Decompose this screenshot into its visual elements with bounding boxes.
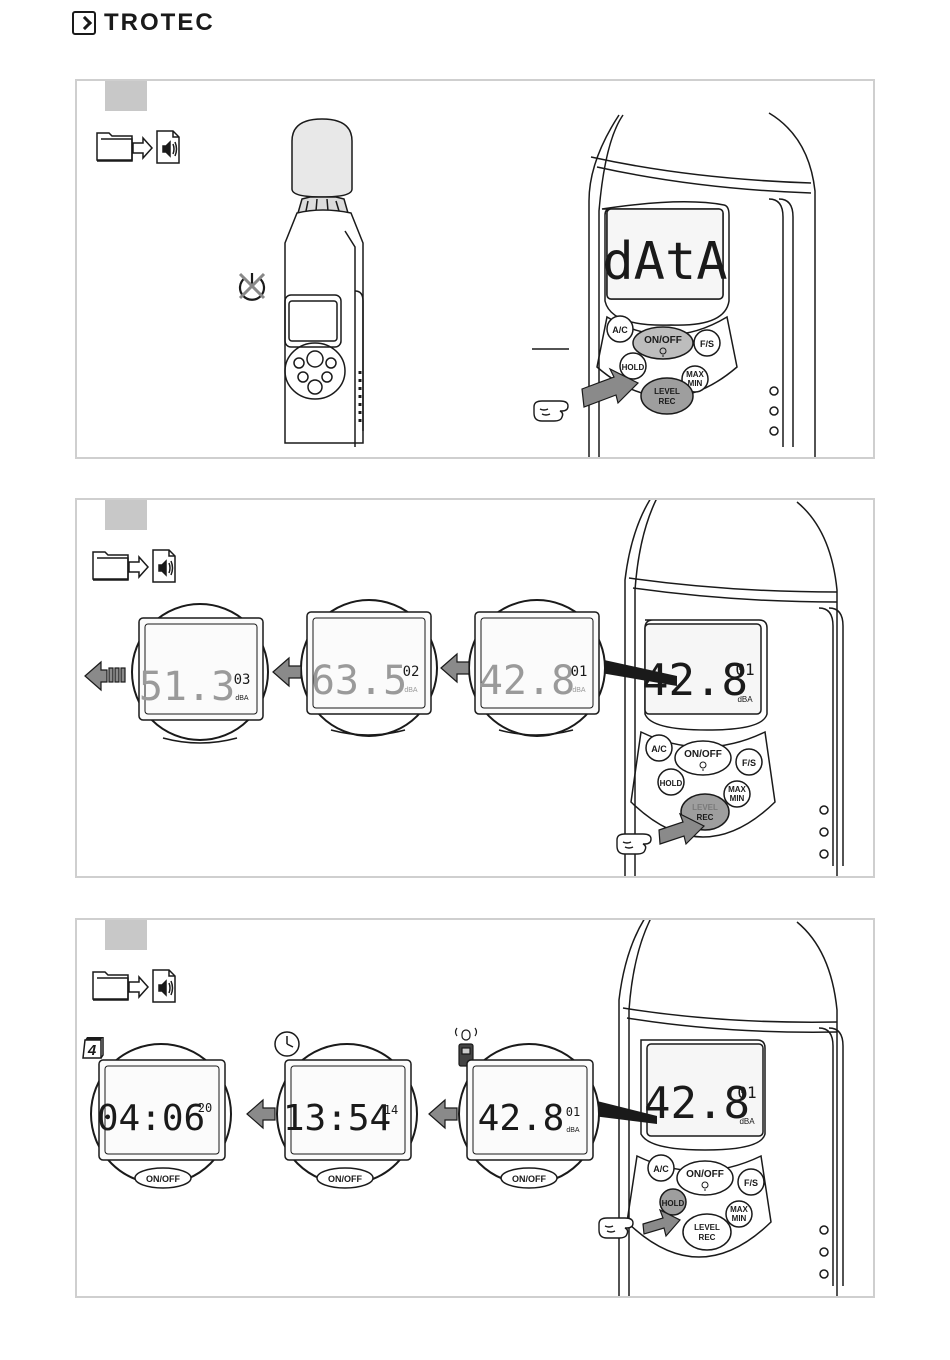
reading-1-index: 01 xyxy=(566,1105,580,1119)
reading-3-unit: dBA xyxy=(235,695,249,702)
reading-3-value: 04:06 xyxy=(97,1098,205,1139)
reading-3-index: 03 xyxy=(234,672,251,688)
clock-icon xyxy=(275,1032,299,1056)
lcd-main-index: 01 xyxy=(737,1083,756,1102)
hold-button[interactable]: HOLD xyxy=(622,363,645,372)
sound-level-meter-device xyxy=(285,119,363,447)
arrow-left-icon xyxy=(273,658,301,686)
arrow-continue-left-icon xyxy=(85,662,125,690)
rec-button[interactable]: REC xyxy=(697,813,714,822)
folder-to-file-icon xyxy=(97,131,179,163)
reading-1-onoff-button: ON/OFF xyxy=(512,1174,546,1184)
max-min-button-bottom[interactable]: MIN xyxy=(732,1214,747,1223)
reading-2-value: 63.5 xyxy=(311,658,407,704)
arrow-left-icon xyxy=(441,654,469,682)
reading-2-onoff-button: ON/OFF xyxy=(328,1174,362,1184)
power-off-crossed-icon xyxy=(240,273,264,300)
reading-1-unit: dBA xyxy=(572,687,586,694)
reading-1-value: 42.8 xyxy=(479,658,575,704)
reading-2-index: 02 xyxy=(403,664,420,680)
panel-1-illustration: dAtA A/C ON/OFF F/S HOLD MAX MIN LEVEL R… xyxy=(77,81,875,459)
hold-button[interactable]: HOLD xyxy=(662,1199,685,1208)
max-min-button-top[interactable]: MAX xyxy=(728,785,746,794)
max-min-button-bottom[interactable]: MIN xyxy=(688,379,703,388)
step-panel-1: dAtA A/C ON/OFF F/S HOLD MAX MIN LEVEL R… xyxy=(75,79,875,459)
max-min-button-top[interactable]: MAX xyxy=(686,370,704,379)
lcd-main-unit: dBA xyxy=(739,1117,755,1126)
rec-button[interactable]: REC xyxy=(699,1233,716,1242)
reading-2-unit: dBA xyxy=(404,687,418,694)
step-panel-2: 42.8 01 dBA A/C ON/OFF F/S HOLD MAX MIN … xyxy=(75,498,875,878)
rec-button[interactable]: REC xyxy=(659,397,676,406)
ac-button[interactable]: A/C xyxy=(653,1164,669,1174)
folder-to-file-icon xyxy=(93,550,175,582)
reading-3-onoff-button: ON/OFF xyxy=(146,1174,180,1184)
step-panel-3: 4 42.8 01 dBA xyxy=(75,918,875,1298)
calendar-day: 4 xyxy=(87,1042,97,1059)
reading-3-value: 51.3 xyxy=(139,664,235,710)
hold-button[interactable]: HOLD xyxy=(660,779,683,788)
max-min-button-bottom[interactable]: MIN xyxy=(730,794,745,803)
reading-2-value: 13:54 xyxy=(283,1098,391,1139)
ac-button[interactable]: A/C xyxy=(612,325,628,335)
fs-button[interactable]: F/S xyxy=(744,1178,758,1188)
max-min-button-top[interactable]: MAX xyxy=(730,1205,748,1214)
pointing-hand-icon xyxy=(617,834,651,854)
arrow-left-icon xyxy=(429,1100,457,1128)
pointing-hand-icon xyxy=(599,1218,633,1238)
folder-to-file-icon xyxy=(93,970,175,1002)
lcd-main-unit: dBA xyxy=(737,695,753,704)
reading-1-index: 01 xyxy=(571,664,588,680)
fs-button[interactable]: F/S xyxy=(742,758,756,768)
panel-2-illustration: 42.8 01 dBA A/C ON/OFF F/S HOLD MAX MIN … xyxy=(77,500,875,878)
reading-3-index: 20 xyxy=(198,1101,212,1115)
on-off-button[interactable]: ON/OFF xyxy=(684,749,722,760)
panel-3-illustration: 4 42.8 01 dBA xyxy=(77,920,875,1298)
fs-button[interactable]: F/S xyxy=(700,339,714,349)
lcd-readout-data: dAtA xyxy=(602,232,727,292)
lcd-main-index: 01 xyxy=(735,660,754,679)
reading-1-value: 42.8 xyxy=(478,1098,565,1139)
level-button[interactable]: LEVEL xyxy=(692,803,718,812)
ac-button[interactable]: A/C xyxy=(651,744,667,754)
lcd-main-value: 42.8 xyxy=(644,1078,750,1129)
level-button[interactable]: LEVEL xyxy=(694,1223,720,1232)
chevron-right-icon xyxy=(72,11,96,35)
trotec-logo: TROTEC xyxy=(72,8,215,38)
on-off-button[interactable]: ON/OFF xyxy=(644,335,682,346)
on-off-button[interactable]: ON/OFF xyxy=(686,1169,724,1180)
reading-1-unit: dBA xyxy=(566,1127,580,1134)
brand-name: TROTEC xyxy=(104,9,215,37)
pointing-hand-icon xyxy=(534,401,568,421)
arrow-left-icon xyxy=(247,1100,275,1128)
level-button[interactable]: LEVEL xyxy=(654,387,680,396)
reading-2-index: 14 xyxy=(384,1103,398,1117)
